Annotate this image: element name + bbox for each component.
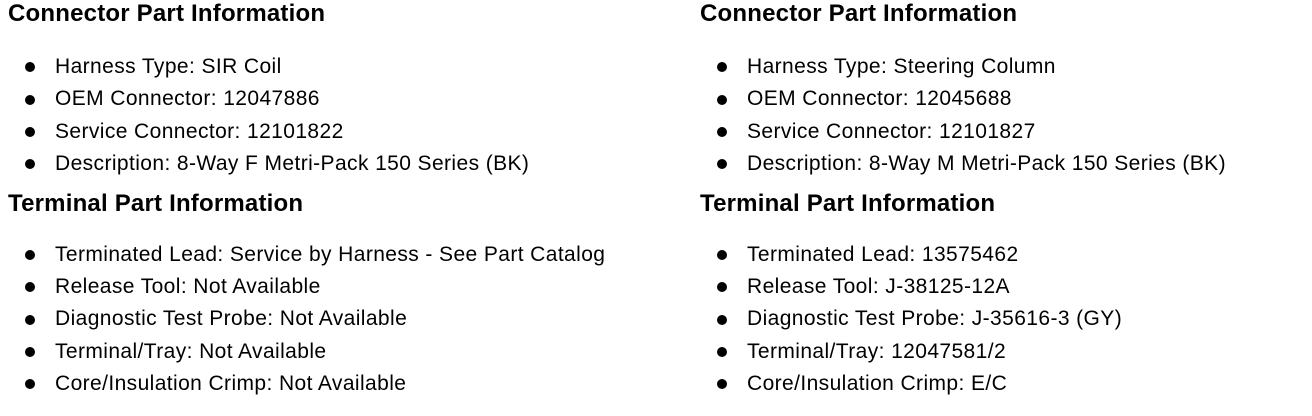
list-item: Diagnostic Test Probe: Not Available xyxy=(8,303,698,335)
list-item-text: Core/Insulation Crimp: Not Available xyxy=(55,372,407,396)
list-item: Release Tool: J-38125-12A xyxy=(700,271,1306,303)
bullet-icon xyxy=(25,282,35,293)
list-item: Release Tool: Not Available xyxy=(8,271,698,303)
bullet-icon xyxy=(25,94,35,105)
list-item-text: Service Connector: 12101827 xyxy=(747,119,1036,143)
list-item-text: Harness Type: SIR Coil xyxy=(55,55,282,78)
list-item: Diagnostic Test Probe: J-35616-3 (GY) xyxy=(700,303,1306,335)
bullet-icon xyxy=(25,249,35,260)
list-item: OEM Connector: 12047886 xyxy=(8,83,698,115)
bullet-icon xyxy=(25,314,35,325)
list-item: Terminated Lead: 13575462 xyxy=(700,239,1306,271)
bullet-icon xyxy=(717,282,727,293)
list-item-text: Core/Insulation Crimp: E/C xyxy=(747,372,1008,396)
list-item: Service Connector: 12101827 xyxy=(700,116,1306,148)
bullet-icon xyxy=(717,159,727,170)
section-heading-terminal: Terminal Part Information xyxy=(700,189,996,217)
bullet-icon xyxy=(717,62,727,73)
terminal-part-list: Terminated Lead: 13575462 Release Tool: … xyxy=(700,239,1306,401)
bullet-icon xyxy=(717,94,727,105)
bullet-icon xyxy=(717,314,727,325)
list-item: Core/Insulation Crimp: Not Available xyxy=(8,368,698,400)
list-item: Harness Type: SIR Coil xyxy=(8,51,698,83)
bullet-icon xyxy=(717,347,727,358)
list-item-text: Diagnostic Test Probe: J-35616-3 (GY) xyxy=(747,307,1123,331)
list-item-text: Release Tool: J-38125-12A xyxy=(747,275,1010,299)
list-item-text: Description: 8-Way M Metri-Pack 150 Seri… xyxy=(747,152,1226,176)
connector-part-list: Harness Type: Steering Column OEM Connec… xyxy=(700,51,1306,181)
bullet-icon xyxy=(25,347,35,358)
list-item: Terminal/Tray: Not Available xyxy=(8,336,698,368)
bullet-icon xyxy=(25,62,35,73)
bullet-icon xyxy=(717,379,727,390)
bullet-icon xyxy=(25,379,35,390)
list-item-text: OEM Connector: 12045688 xyxy=(747,87,1012,111)
list-item-text: Diagnostic Test Probe: Not Available xyxy=(55,307,408,331)
bullet-icon xyxy=(25,127,35,138)
list-item-text: Harness Type: Steering Column xyxy=(747,55,1056,78)
list-item-text: OEM Connector: 12047886 xyxy=(55,87,320,111)
section-heading-terminal: Terminal Part Information xyxy=(8,189,304,217)
list-item-text: Service Connector: 12101822 xyxy=(55,119,344,143)
section-heading-connector: Connector Part Information xyxy=(700,0,1018,27)
list-item-text: Terminated Lead: Service by Harness - Se… xyxy=(55,242,606,266)
section-heading-connector: Connector Part Information xyxy=(8,0,326,27)
list-item-text: Terminal/Tray: Not Available xyxy=(55,339,327,363)
right-column: Connector Part Information Harness Type:… xyxy=(700,0,1306,401)
list-item: Core/Insulation Crimp: E/C xyxy=(700,368,1306,400)
list-item: Service Connector: 12101822 xyxy=(8,116,698,148)
list-item: OEM Connector: 12045688 xyxy=(700,83,1306,115)
left-column: Connector Part Information Harness Type:… xyxy=(8,0,698,401)
bullet-icon xyxy=(717,127,727,138)
list-item: Description: 8-Way F Metri-Pack 150 Seri… xyxy=(8,148,698,180)
list-item-text: Release Tool: Not Available xyxy=(55,275,321,299)
list-item: Harness Type: Steering Column xyxy=(700,51,1306,83)
list-item: Terminated Lead: Service by Harness - Se… xyxy=(8,239,698,271)
list-item-text: Terminated Lead: 13575462 xyxy=(747,242,1019,266)
connector-part-list: Harness Type: SIR Coil OEM Connector: 12… xyxy=(8,51,698,181)
list-item-text: Description: 8-Way F Metri-Pack 150 Seri… xyxy=(55,152,530,176)
list-item: Terminal/Tray: 12047581/2 xyxy=(700,336,1306,368)
terminal-part-list: Terminated Lead: Service by Harness - Se… xyxy=(8,239,698,401)
bullet-icon xyxy=(717,249,727,260)
bullet-icon xyxy=(25,159,35,170)
list-item: Description: 8-Way M Metri-Pack 150 Seri… xyxy=(700,148,1306,180)
list-item-text: Terminal/Tray: 12047581/2 xyxy=(747,339,1007,363)
